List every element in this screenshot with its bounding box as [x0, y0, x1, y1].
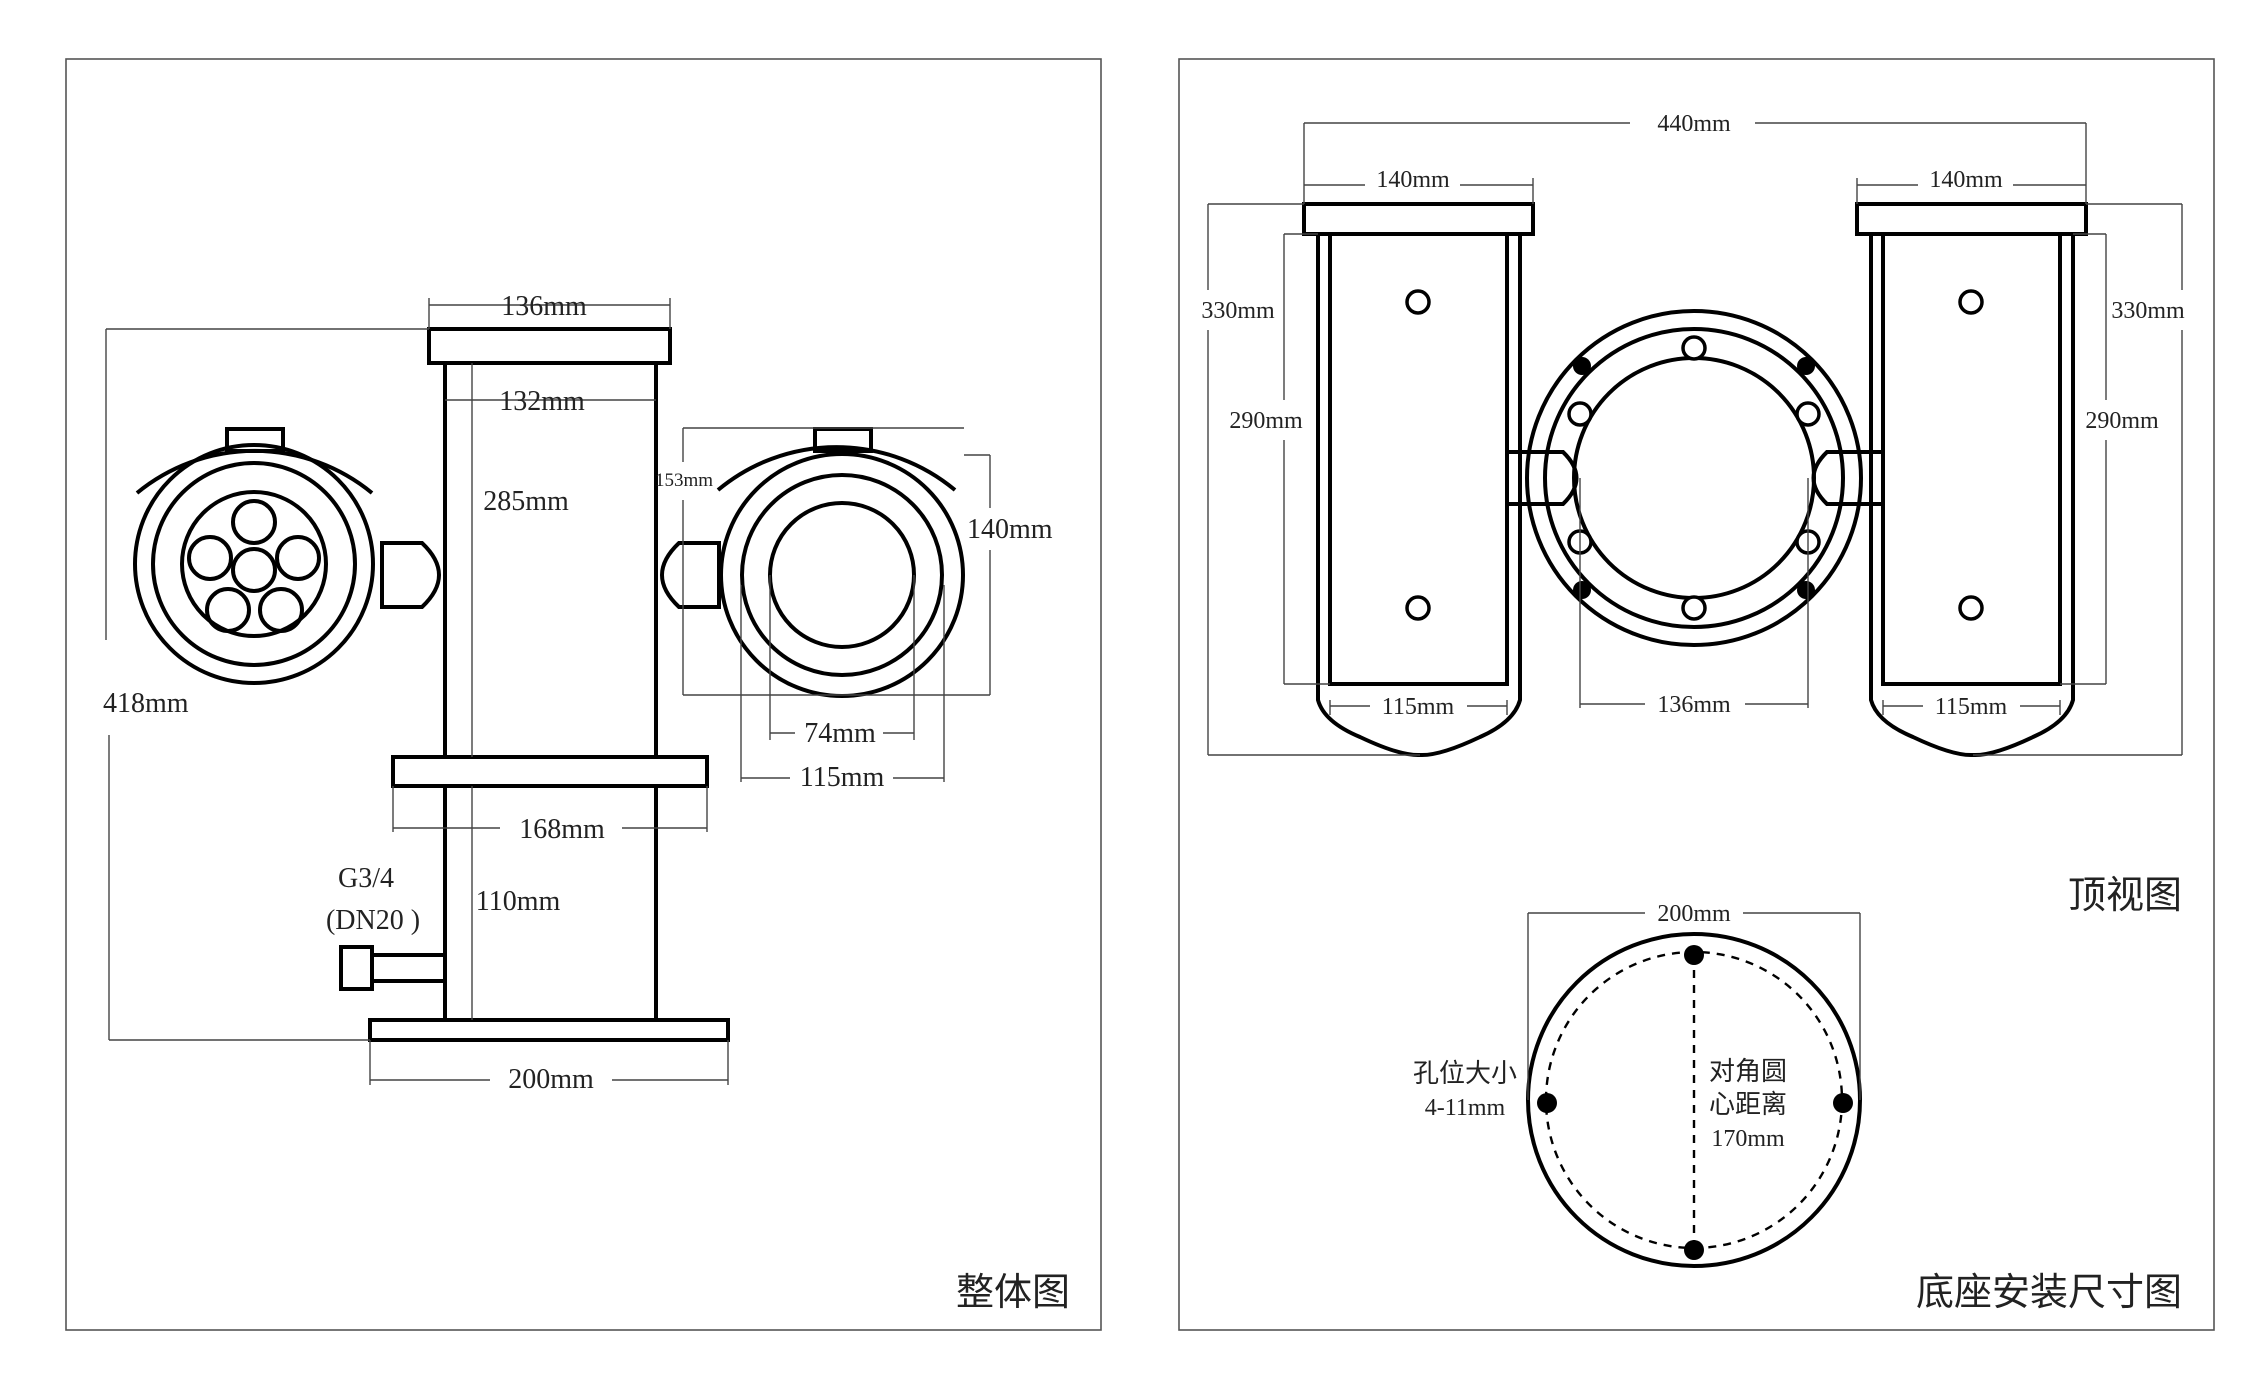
dim-column-lower-height: 110mm — [476, 886, 561, 917]
dim-left-cap-width: 140mm — [1376, 167, 1450, 193]
overall-view: 136mm 132mm 285mm 418mm 153mm 140mm 74mm… — [103, 291, 1070, 1314]
dim-overall-width: 440mm — [1657, 111, 1731, 137]
dim-right-body-width: 115mm — [1935, 694, 2008, 720]
top-view-dimension-lines — [1207, 122, 2183, 756]
right-camera-head — [716, 427, 965, 698]
top-view-left-connector — [1505, 450, 1579, 506]
dim-flange-width: 168mm — [519, 814, 605, 845]
dim-camera-housing-height: 153mm — [655, 470, 713, 491]
base-view: 200mm 孔位大小 4-11mm 对角圆 心距离 170mm 底座安装尺寸图 — [1413, 901, 2182, 1314]
left-connector — [380, 541, 441, 609]
top-view-center-ring — [1525, 309, 1863, 647]
dim-base-width: 200mm — [508, 1064, 594, 1095]
base-panel-title: 底座安装尺寸图 — [1916, 1270, 2182, 1314]
left-light-head — [133, 427, 375, 685]
dim-window-diameter: 74mm — [804, 718, 876, 749]
dim-base-diameter: 200mm — [1657, 901, 1731, 927]
mount-hole-bottom — [1684, 1240, 1704, 1260]
top-view-panel-title: 顶视图 — [2068, 873, 2182, 917]
right-connector — [660, 541, 721, 609]
mount-hole-top — [1684, 945, 1704, 965]
inlet-thread-label: G3/4 — [338, 863, 394, 894]
dim-lens-ring-diameter: 115mm — [800, 762, 885, 793]
overall-panel-title: 整体图 — [956, 1270, 1070, 1314]
dim-camera-housing-width: 140mm — [967, 514, 1053, 545]
bolt-circle — [1544, 950, 1844, 1250]
diag-value: 170mm — [1711, 1126, 1785, 1152]
hole-size-label: 孔位大小 — [1413, 1059, 1517, 1089]
overall-panel-frame — [65, 58, 1102, 1331]
mount-hole-left — [1537, 1093, 1557, 1113]
top-view-right-housing — [1855, 202, 2088, 758]
dim-column-width: 132mm — [499, 386, 585, 417]
hole-size-value: 4-11mm — [1425, 1095, 1506, 1121]
dim-right-cap-width: 140mm — [1929, 167, 2003, 193]
dim-column-upper-height: 285mm — [483, 486, 569, 517]
base-plate — [368, 1018, 730, 1042]
top-view-panel-frame — [1178, 58, 2215, 1331]
dim-left-body-width: 115mm — [1382, 694, 1455, 720]
inlet-dn-label: (DN20 ) — [326, 905, 420, 936]
mount-hole-right — [1833, 1093, 1853, 1113]
inlet-nut — [339, 945, 374, 991]
dim-top-cap-width: 136mm — [501, 291, 587, 322]
top-view: 440mm 140mm 140mm 330mm 290mm 330mm 290m… — [1201, 111, 2185, 917]
diag-label-line-1: 对角圆 — [1709, 1057, 1787, 1087]
mid-flange — [391, 755, 709, 788]
inlet-pipe — [370, 953, 447, 983]
dim-left-body-length: 290mm — [1229, 408, 1303, 434]
top-view-left-housing — [1302, 202, 1535, 758]
diag-label-line-2: 心距离 — [1709, 1090, 1787, 1120]
upper-column — [443, 361, 658, 759]
dim-right-total-length: 330mm — [2111, 298, 2185, 324]
overall-dimension-lines — [105, 298, 991, 1085]
dim-right-body-length: 290mm — [2085, 408, 2159, 434]
top-cap — [427, 327, 672, 365]
dim-center-ring-diameter: 136mm — [1657, 692, 1731, 718]
dim-left-total-length: 330mm — [1201, 298, 1275, 324]
dim-total-height: 418mm — [103, 688, 189, 719]
